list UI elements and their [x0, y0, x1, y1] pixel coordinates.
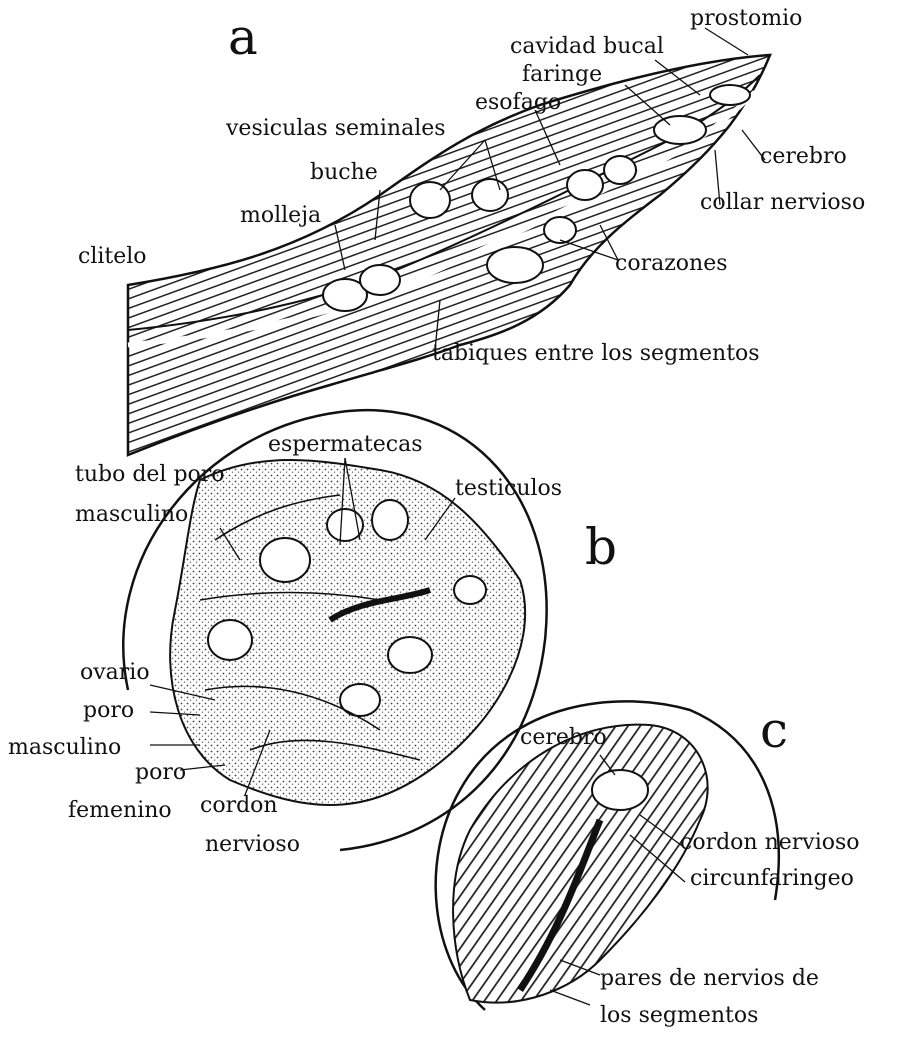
- label-vesiculas-seminales: vesiculas seminales: [226, 118, 446, 140]
- label-espermatecas: espermatecas: [268, 434, 423, 456]
- label-prostomio: prostomio: [690, 8, 802, 30]
- label-buche: buche: [310, 162, 378, 184]
- label-cordon-nervioso: cordon nervioso: [680, 832, 860, 854]
- label-testiculos: testiculos: [455, 478, 562, 500]
- label-collar-nervioso: collar nervioso: [700, 192, 865, 214]
- label-esofago: esofago: [475, 92, 561, 114]
- label-masculino-tubo: masculino: [75, 504, 188, 526]
- label-ovario: ovario: [80, 662, 150, 684]
- label-molleja: molleja: [240, 205, 321, 227]
- panel-letter-b: b: [585, 522, 617, 572]
- label-femenino: femenino: [68, 800, 172, 822]
- magnified-circle-c: [436, 701, 779, 1010]
- panel-letter-c: c: [760, 705, 788, 755]
- label-pares-nervios: pares de nervios de: [600, 968, 819, 990]
- label-faringe: faringe: [522, 64, 602, 86]
- label-tubo-del-poro: tubo del poro: [75, 464, 225, 486]
- label-cordon: cordon: [200, 795, 278, 817]
- label-corazones: corazones: [615, 253, 728, 275]
- panel-letter-a: a: [228, 12, 258, 62]
- label-poro-2: poro: [135, 762, 186, 784]
- label-masculino: masculino: [8, 737, 121, 759]
- label-tabiques: tabiques entre los segmentos: [432, 343, 760, 365]
- label-los-segmentos: los segmentos: [600, 1005, 758, 1027]
- label-nervioso: nervioso: [205, 834, 300, 856]
- label-cerebro-c: cerebro: [520, 727, 607, 749]
- label-clitelo: clitelo: [78, 246, 147, 268]
- label-cavidad-bucal: cavidad bucal: [510, 36, 664, 58]
- label-cerebro-a: cerebro: [760, 146, 847, 168]
- label-circunfaringeo: circunfaringeo: [690, 868, 854, 890]
- label-poro-1: poro: [83, 700, 134, 722]
